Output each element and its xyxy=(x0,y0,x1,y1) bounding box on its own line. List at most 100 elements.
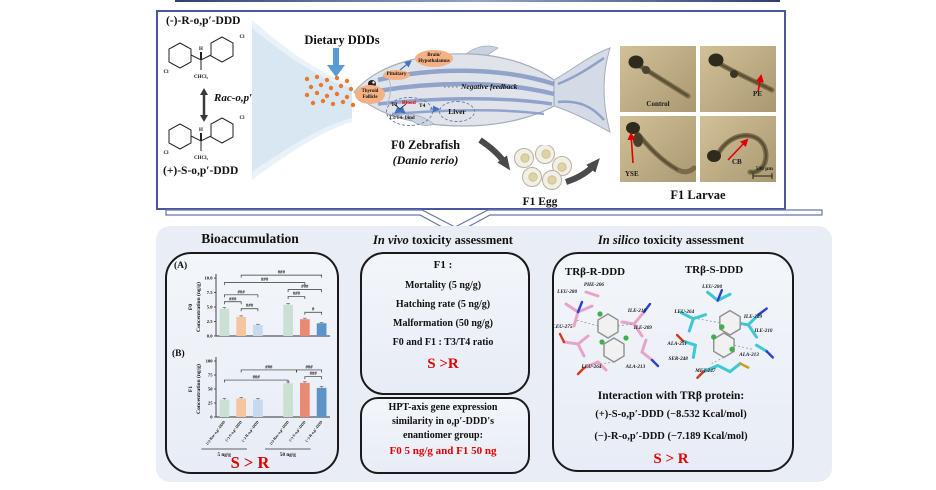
svg-text:(+)-S-o,p′-DDD: (+)-S-o,p′-DDD xyxy=(288,420,307,442)
r-energy-line: (−)-R-o,p′-DDD (−7.189 Kcal/mol) xyxy=(594,431,748,442)
photo-label: Control xyxy=(646,100,670,108)
thyroid-line2: Follicle xyxy=(362,94,378,100)
svg-text:75: 75 xyxy=(208,373,213,378)
residue-label: ILE-209 xyxy=(743,313,763,320)
racemization-arrow-icon xyxy=(200,88,208,122)
invivo-line-malformation: Malformation (50 ng/g) xyxy=(393,318,493,329)
svg-text:25: 25 xyxy=(208,401,213,406)
t3-label: T3 xyxy=(391,102,398,108)
svg-text:(±)-Rac-o,p′-DDD: (±)-Rac-o,p′-DDD xyxy=(269,420,290,446)
invivo-box xyxy=(360,252,530,395)
hpt-line-1: HPT-axis gene expression xyxy=(388,402,498,413)
residue-label: ILE-210 xyxy=(627,308,647,314)
svg-text:Concentration (ng/g): Concentration (ng/g) xyxy=(195,282,202,332)
s-enantiomer-label: (+)-S-o,p′-DDD xyxy=(163,165,239,177)
dietary-arrow-icon xyxy=(327,48,345,77)
larva-control xyxy=(628,55,691,99)
residue-label: LEU-280 xyxy=(702,283,723,290)
svg-text:50 ng/g: 50 ng/g xyxy=(280,452,296,458)
residue-label: MET-247 xyxy=(695,367,716,374)
svg-text:#: # xyxy=(312,308,315,313)
svg-text:2.5: 2.5 xyxy=(207,319,213,324)
negative-feedback-label: Negative feedback xyxy=(461,82,518,91)
f0-species-label: (Danio rerio) xyxy=(392,153,459,167)
residue-label: ALA-213 xyxy=(625,364,646,370)
generation-arrows xyxy=(478,137,600,185)
svg-text:F0: F0 xyxy=(188,304,194,310)
cl-atom-label: Cl xyxy=(240,116,246,121)
residue-label: ALA-251 xyxy=(667,340,687,347)
svg-text:100: 100 xyxy=(206,359,214,364)
invivo-title-rest: toxicity assessment xyxy=(408,233,513,247)
trb-r-title: TRβ-R-DDD xyxy=(564,266,626,278)
blood-compartment-outline xyxy=(386,97,433,126)
svg-text:(±)-Rac-o,p′-DDD: (±)-Rac-o,p′-DDD xyxy=(205,420,226,446)
residue-label: PHE-206 xyxy=(583,282,605,288)
residue-label: LEU-264 xyxy=(581,364,602,370)
photo-cb: CB 500 μm xyxy=(700,116,776,182)
residue-label: SER-248 xyxy=(668,356,688,363)
t4-label: T4 xyxy=(419,103,426,109)
invivo-verdict: S >R xyxy=(427,356,459,372)
brain-hypothalamus-label: Brain/ Hypothalamus xyxy=(415,50,453,67)
cl-atom-label: Cl xyxy=(164,151,170,156)
svg-text:(−)-R-o,p′-DDD: (−)-R-o,p′-DDD xyxy=(241,420,260,443)
panel-a-label: (A) xyxy=(174,261,188,271)
residue-label: LEU-264 xyxy=(674,309,695,316)
svg-text:(+)-S-o,p′-DDD: (+)-S-o,p′-DDD xyxy=(224,420,243,442)
insilico-box xyxy=(552,252,794,472)
invivo-line-hatching: Hatching rate (5 ng/g) xyxy=(395,299,491,310)
f1-egg-label: F1 Egg xyxy=(522,196,558,208)
invivo-title: In vivo toxicity assessment xyxy=(352,233,534,248)
svg-text:###: ### xyxy=(261,278,269,283)
svg-text:###: ### xyxy=(293,292,301,297)
larva-pe xyxy=(708,53,775,93)
exposure-funnel xyxy=(252,20,352,180)
chemical-structure-r: H CHCl₂ Cl Cl xyxy=(164,35,246,80)
dietary-ddds-label: Dietary DDDs xyxy=(304,33,380,47)
svg-text:10.0: 10.0 xyxy=(204,276,213,281)
svg-text:Concentration (ng/g): Concentration (ng/g) xyxy=(195,364,202,414)
residue-label: ILE-209 xyxy=(633,325,652,331)
interaction-title: Interaction with TRβ protein: xyxy=(597,390,745,402)
svg-text:50: 50 xyxy=(208,387,213,392)
panel-connector-arrow xyxy=(165,209,823,235)
photo-control: Control xyxy=(620,46,696,112)
svg-text:7.5: 7.5 xyxy=(207,290,213,295)
scale-bar-label: 500 μm xyxy=(755,166,773,172)
pituitary-text: Pituitary xyxy=(386,71,407,78)
formula-label: CHCl₂ xyxy=(194,75,209,80)
residue-label: ALA-213 xyxy=(739,351,759,358)
insilico-title-rest: toxicity assessment xyxy=(639,233,745,247)
photo-label: CB xyxy=(732,158,742,166)
svg-text:###: ### xyxy=(265,365,273,370)
svg-text:###: ### xyxy=(278,271,286,276)
svg-text:###: ### xyxy=(253,376,261,381)
docking-structure-s xyxy=(675,288,774,380)
s-energy-line: (+)-S-o,p′-DDD (−8.532 Kcal/mol) xyxy=(595,409,747,420)
bioaccumulation-box xyxy=(165,252,339,474)
cl-atom-label: Cl xyxy=(240,35,246,40)
svg-text:###: ### xyxy=(246,304,254,309)
svg-text:###: ### xyxy=(238,290,246,295)
pituitary-label: Pituitary xyxy=(383,70,410,80)
hpt-box xyxy=(360,397,530,474)
thyroid-follicle-label: Thyroid Follicle xyxy=(355,85,385,104)
invivo-title-italic: In vivo xyxy=(373,233,409,247)
svg-text:(−)-R-o,p′-DDD: (−)-R-o,p′-DDD xyxy=(305,420,324,443)
svg-text:F1: F1 xyxy=(188,386,194,392)
brain-line1: Brain/ xyxy=(427,52,441,58)
residue-label: ILE-210 xyxy=(754,328,773,335)
larva-yse xyxy=(626,122,697,175)
hpt-line-2: similarity in o,p′-DDD's xyxy=(392,416,494,427)
svg-text:###: ### xyxy=(301,285,309,290)
thyroid-line1: Thyroid xyxy=(361,88,379,94)
insilico-title: In silico toxicity assessment xyxy=(560,233,782,248)
svg-text:5.0: 5.0 xyxy=(207,305,213,310)
panel-b-label: (B) xyxy=(172,349,185,359)
